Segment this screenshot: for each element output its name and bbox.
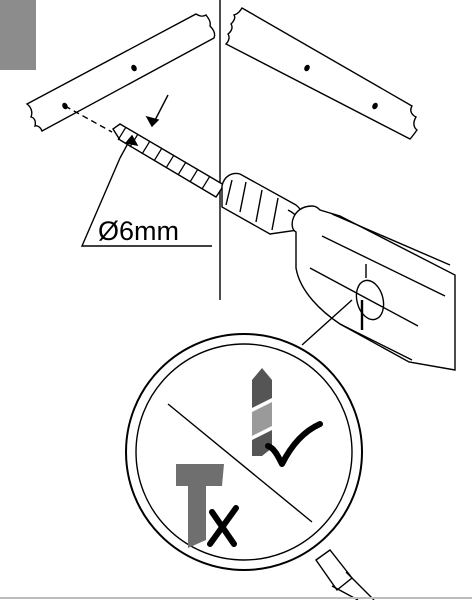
diameter-dimension-marks <box>80 94 212 247</box>
magnifier-lens <box>125 333 363 571</box>
magnifier-handle <box>315 549 375 601</box>
drill-bit-icon <box>252 368 272 456</box>
mode-selector-knob <box>355 264 385 330</box>
drill-bit-diameter-label: Ø6mm <box>98 216 179 246</box>
checkmark-icon <box>265 421 323 467</box>
drill-body <box>291 205 456 371</box>
right-board-holes <box>304 64 378 110</box>
page-corner-tab <box>0 0 36 70</box>
drill-bit <box>112 123 225 198</box>
right-board <box>224 7 418 140</box>
hammer-icon <box>176 464 224 548</box>
left-board <box>25 13 216 133</box>
cross-icon <box>207 505 239 547</box>
left-board-holes <box>62 64 137 110</box>
magnifier-leader-line <box>301 299 353 346</box>
drill-guide-dashed-line <box>64 105 113 133</box>
drill-chuck <box>221 172 303 235</box>
